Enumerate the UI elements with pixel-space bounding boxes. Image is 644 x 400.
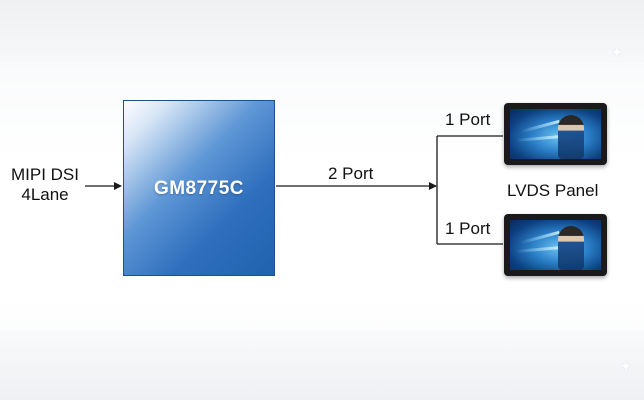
background-band-top	[0, 0, 644, 62]
input-label-line1: MIPI DSI	[10, 165, 79, 184]
panel-screen	[510, 220, 601, 270]
input-label: MIPI DSI 4Lane	[2, 165, 88, 205]
chip-block: GM8775C	[123, 100, 275, 276]
chip-name: GM8775C	[153, 178, 245, 199]
panel-top-port-label: 1 Port	[445, 110, 491, 129]
background-band-bottom	[0, 330, 644, 400]
input-label-line2: 4Lane	[21, 185, 69, 204]
panel-bottom-port-label: 1 Port	[445, 219, 491, 238]
lvds-panel-icon	[504, 214, 607, 276]
panel-screen	[510, 109, 601, 159]
sparkle-icon: ✦	[620, 358, 632, 374]
lvds-panel-icon	[504, 103, 607, 165]
sparkle-icon: ✦	[611, 44, 623, 60]
output-port-label: 2 Port	[328, 164, 374, 183]
panel-group-label: LVDS Panel	[507, 181, 599, 200]
